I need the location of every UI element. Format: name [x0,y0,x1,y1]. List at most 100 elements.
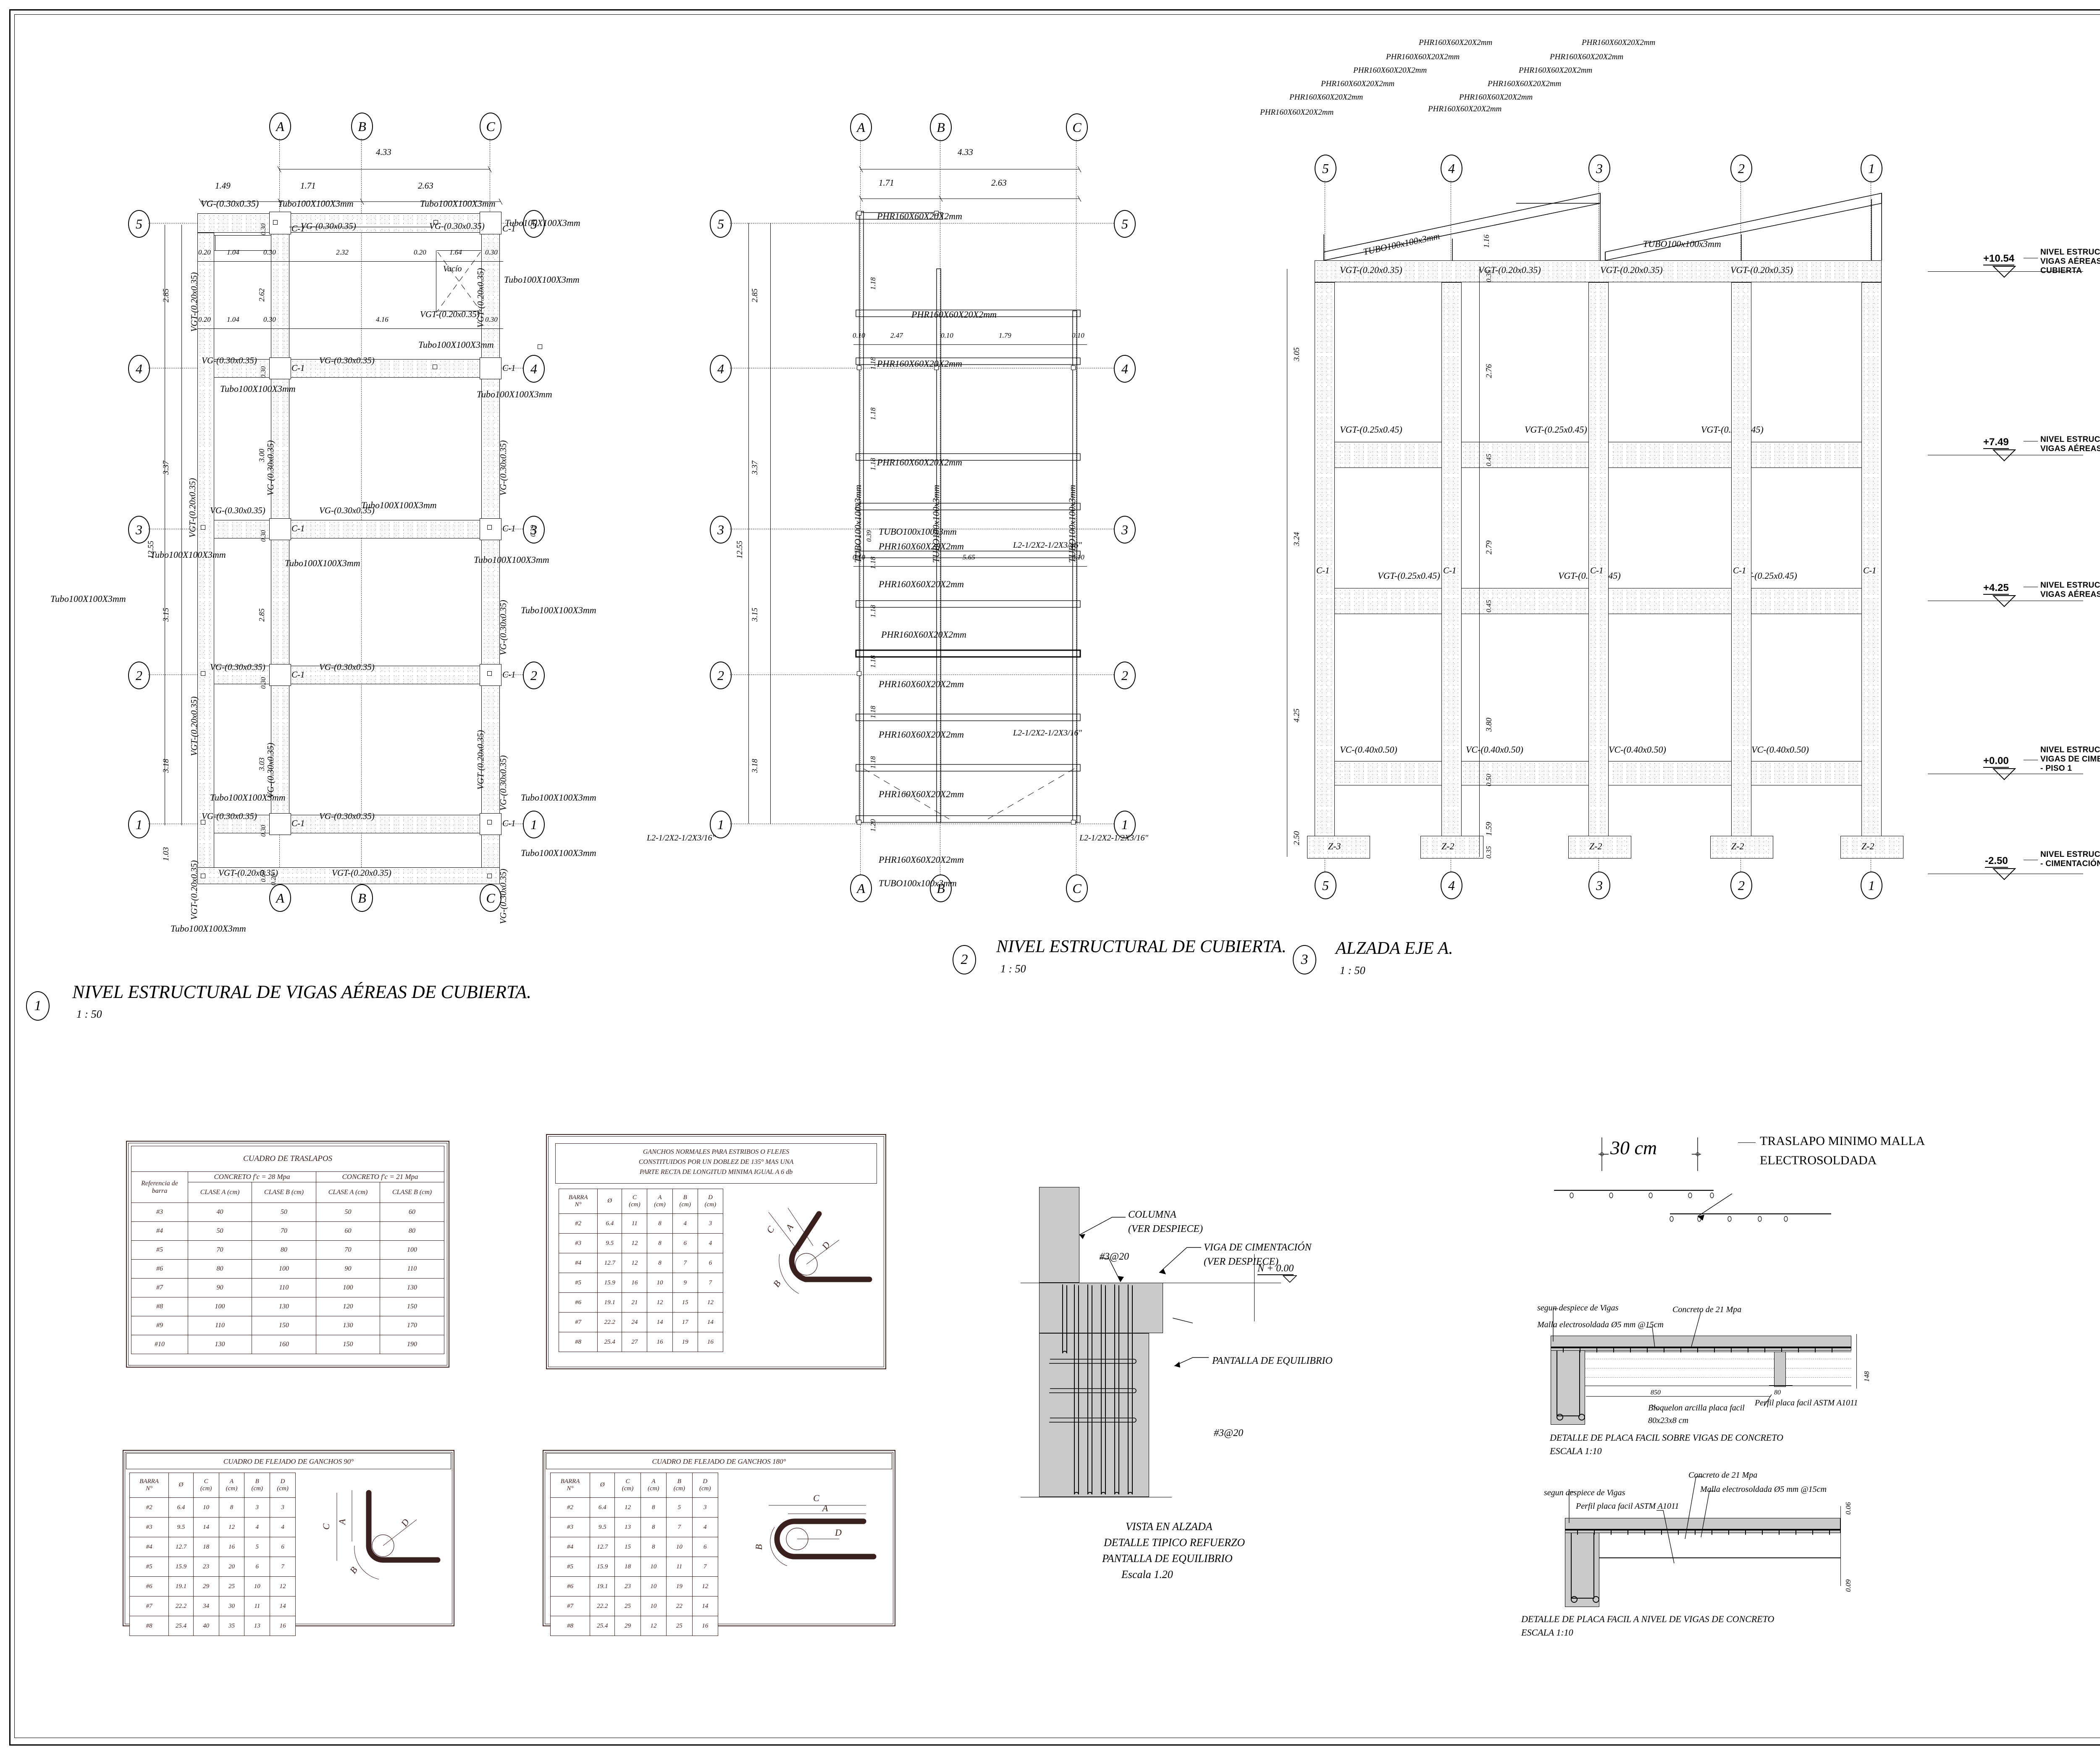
tube-marker [538,344,542,349]
grid-bubble-4-right: 4 [523,355,545,383]
value: 16 [647,1332,673,1352]
dim-0-39: 0.39 [866,530,873,542]
table-ganchos90-title: CUADRO DE FLEJADO DE GANCHOS 90° [126,1453,451,1469]
grid-bubble-1-left: 1 [128,811,150,838]
dim-0-30h: 0.30 [260,677,267,689]
callout-level-n000: N + 0.00 [1254,1254,1297,1321]
hook-label-D: D [835,1527,842,1538]
grid-label: A [276,890,284,906]
value: 8 [647,1253,673,1273]
value: 10 [244,1576,270,1596]
value: 25.4 [590,1616,615,1636]
grid-label: 3 [136,522,142,537]
detail-pantalla-wall [1039,1333,1149,1497]
tube-marker [1071,820,1076,824]
footing-label: Z-2 [1731,841,1744,851]
callout-malla: Malla electrosoldada Ø5 mm @15cm [1700,1485,1827,1494]
tube-label: Tubo100X100X3mm [361,500,437,510]
grid-bubble-B-top: B [351,113,373,140]
grid-label: B [358,118,366,134]
bar-ref: #7 [558,1312,598,1332]
dim-2-47: 2.47 [890,331,903,339]
dim-5-65: 5.65 [963,553,975,561]
dim-0-45b: 0.45 [1485,600,1493,612]
dim-spacing: 1.18 [869,277,877,290]
tube-marker [857,365,861,370]
value: 13 [244,1616,270,1636]
grid-bubble-C-top: C [480,113,501,140]
bar-ref: #6 [129,1576,169,1596]
grid-bubble-5-left: 5 [710,210,732,238]
value: 16 [270,1616,296,1636]
detail-caption-l1: DETALLE DE PLACA FACIL A NIVEL DE VIGAS … [1521,1614,1774,1624]
beam-band-row2 [197,666,500,684]
tube-marker [857,211,861,215]
hook-label-B: B [348,1565,360,1575]
value: 7 [692,1557,719,1577]
callout-despiece-vigas: segun despiece de Vigas [1537,1303,1619,1313]
grid-bubble-2-bottom: 2 [1730,872,1752,899]
bar-ref: #8 [558,1332,598,1352]
value: 6.4 [168,1497,194,1518]
dim-0-10e: 0.10 [1072,553,1084,561]
value: 8 [640,1537,667,1557]
dim-spacing: 1.18 [869,756,877,769]
grid-label: 2 [136,667,142,683]
bar-ref: #10 [131,1335,188,1354]
hook-label-D: D [819,1239,832,1251]
grid-bubble-2-right: 2 [1114,662,1136,689]
tube-marker [487,820,492,824]
grid-bubble-4-right: 4 [1114,355,1136,383]
beam-label-vgt: VGT-(0.20x0.35) [1478,265,1541,275]
column-tag-C1: C-1 [1590,565,1604,575]
detail-pantalla-equilibrio: COLUMNA (VER DESPIECE) VIGA DE CIMENTACI… [1021,1151,1462,1580]
beam-label-vgt-rot: VGT-(0.20x0.35) [189,696,199,756]
tube-marker [433,220,438,225]
dim-0-50: 0.50 [1485,774,1493,786]
value: 3 [270,1497,296,1518]
tube-marker [1071,365,1076,370]
grid-label: 1 [717,817,724,832]
table-title-row: CUADRO DE TRASLAPOS [131,1146,444,1172]
grid-label: 4 [1121,361,1128,376]
grid-label: 5 [1121,216,1128,231]
grid-label: 4 [717,361,724,376]
header-1: Ø [590,1473,615,1498]
value: 8 [640,1517,667,1537]
grid-bubble-A-bottom: A [850,874,872,902]
grid-bubble-4-top: 4 [1441,155,1462,182]
level-value: -2.50 [1985,855,2008,868]
dim-12-55: 12.55 [735,541,744,559]
dim-30cm: 30 cm [1610,1137,1657,1158]
value: 16 [692,1616,719,1636]
beam-edge [214,250,271,251]
header-5: D(cm) [692,1473,719,1498]
dim-0-20: 0.20 [198,248,211,256]
hook-label-C: C [764,1224,777,1235]
value: 9.5 [590,1517,615,1537]
dim-line [853,566,1087,567]
dim-4-33: 4.33 [376,147,391,157]
beam-band-axisA-left [197,233,214,868]
header-referencia: Referencia de barra [131,1171,188,1203]
beam-label-vgt-rot: VGT-(0.20x0.35) [475,730,486,790]
dim-spacing: 1.18 [869,706,877,718]
grid-label: 3 [1596,160,1603,176]
value: 4 [697,1233,724,1253]
grid-label: 2 [1121,667,1128,683]
value: 12 [692,1576,719,1596]
tube-marker [201,671,205,676]
value: 22.2 [168,1596,194,1616]
value: 19.1 [597,1292,622,1313]
dim-0-35b: 0.35 [1485,846,1493,859]
column-tag-C1: C-1 [1733,565,1746,575]
value: 100 [252,1259,316,1279]
